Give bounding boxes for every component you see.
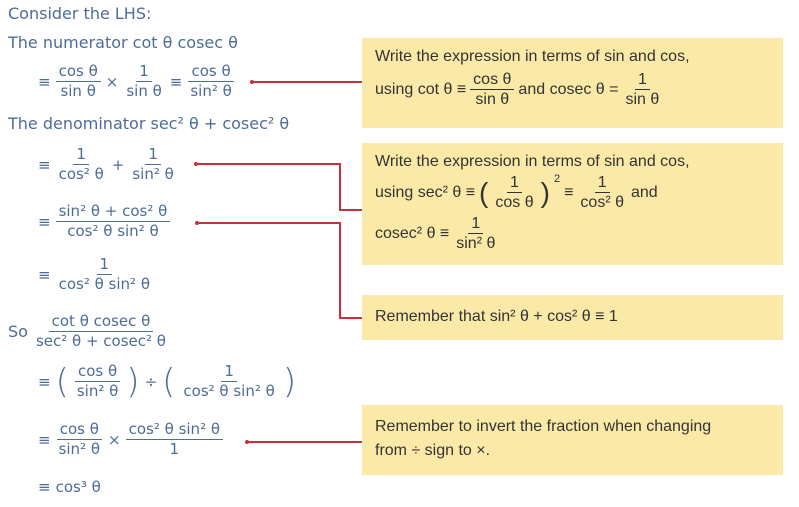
connector-line (247, 441, 362, 443)
note-sec-cosec: Write the expression in terms of sin and… (362, 143, 783, 265)
result: cos³ θ (55, 478, 101, 496)
equiv: ≡ (169, 72, 183, 91)
note-cot-cosec: Write the expression in terms of sin and… (362, 38, 783, 128)
note-invert: Remember to invert the fraction when cha… (362, 405, 783, 475)
paren: ( (55, 361, 69, 402)
note-text: cosec² θ ≡ (375, 224, 450, 242)
equiv: ≡ (38, 430, 51, 449)
equiv: ≡ (38, 265, 51, 284)
times: × (108, 430, 121, 449)
exponent: 2 (553, 173, 561, 185)
denominator-label: The denominator sec² θ + cosec² θ (8, 114, 290, 133)
note-text: and (631, 183, 658, 201)
equiv: ≡ (38, 372, 51, 391)
note-text: Write the expression in terms of sin and… (375, 153, 690, 170)
note-text: using cot θ ≡ (375, 80, 467, 98)
equiv: ≡ (38, 72, 51, 91)
so-label: So (8, 322, 28, 341)
step-result: ≡ cos³ θ (38, 478, 101, 496)
connector-line (339, 209, 362, 211)
paren: ) (282, 361, 297, 402)
heading: Consider the LHS: (8, 4, 152, 23)
divide: ÷ (144, 372, 158, 391)
equiv: ≡ (38, 478, 51, 496)
connector-line (196, 163, 340, 165)
note-text: Write the expression in terms of sin and… (375, 48, 690, 65)
paren: ) (540, 176, 550, 208)
equiv: ≡ (38, 155, 51, 174)
connector-line (339, 222, 341, 318)
equiv: ≡ (38, 212, 51, 231)
times: × (105, 72, 119, 91)
note-text: from ÷ sign to ×. (375, 442, 491, 459)
connector-line (339, 317, 362, 319)
note-text: Remember that sin² θ + cos² θ ≡ 1 (375, 308, 618, 325)
numerator-label: The numerator cot θ cosec θ (8, 33, 238, 52)
equiv: ≡ (564, 183, 574, 201)
note-text: Remember to invert the fraction when cha… (375, 418, 712, 435)
connector-line (197, 222, 340, 224)
paren: ( (162, 361, 176, 402)
note-text: using sec² θ ≡ (375, 183, 476, 201)
connector-line (252, 81, 362, 83)
paren: ( (479, 176, 489, 208)
note-pythagorean: Remember that sin² θ + cos² θ ≡ 1 (362, 295, 783, 340)
connector-line (339, 163, 341, 210)
note-text: and cosec θ = (518, 80, 619, 98)
paren: ) (126, 361, 140, 402)
plus: + (111, 155, 125, 174)
